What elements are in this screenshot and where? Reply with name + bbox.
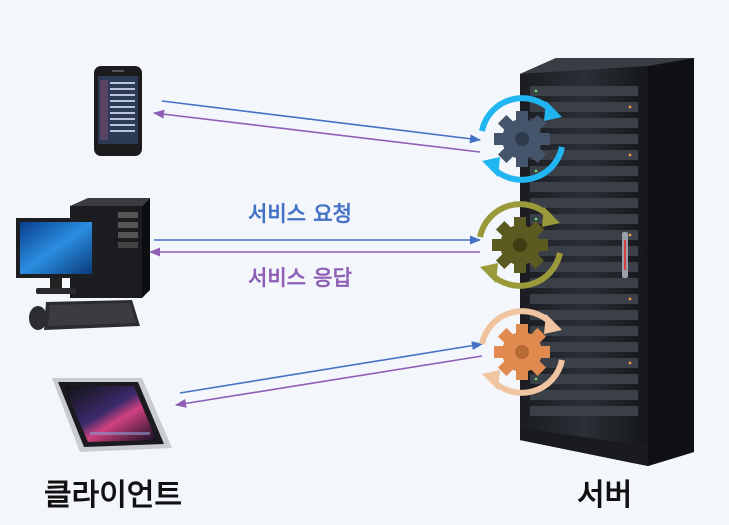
- gear-icon-middle: [477, 201, 563, 289]
- connection-arrows: [148, 100, 484, 408]
- client-label: 클라이언트: [44, 478, 182, 513]
- request-arrow-phone: [161, 100, 482, 144]
- service-response-label: 서비스 응답: [248, 266, 352, 290]
- tablet-icon: [52, 378, 172, 452]
- smartphone-icon: [94, 66, 142, 156]
- request-arrow-tablet: [179, 341, 484, 394]
- service-request-label: 서비스 요청: [248, 202, 352, 226]
- response-arrow-tablet: [174, 355, 483, 408]
- server-label: 서버: [577, 478, 633, 513]
- desktop-computer-icon: [16, 198, 150, 330]
- response-arrow-phone: [152, 109, 481, 153]
- gear-icon-bottom: [479, 308, 565, 396]
